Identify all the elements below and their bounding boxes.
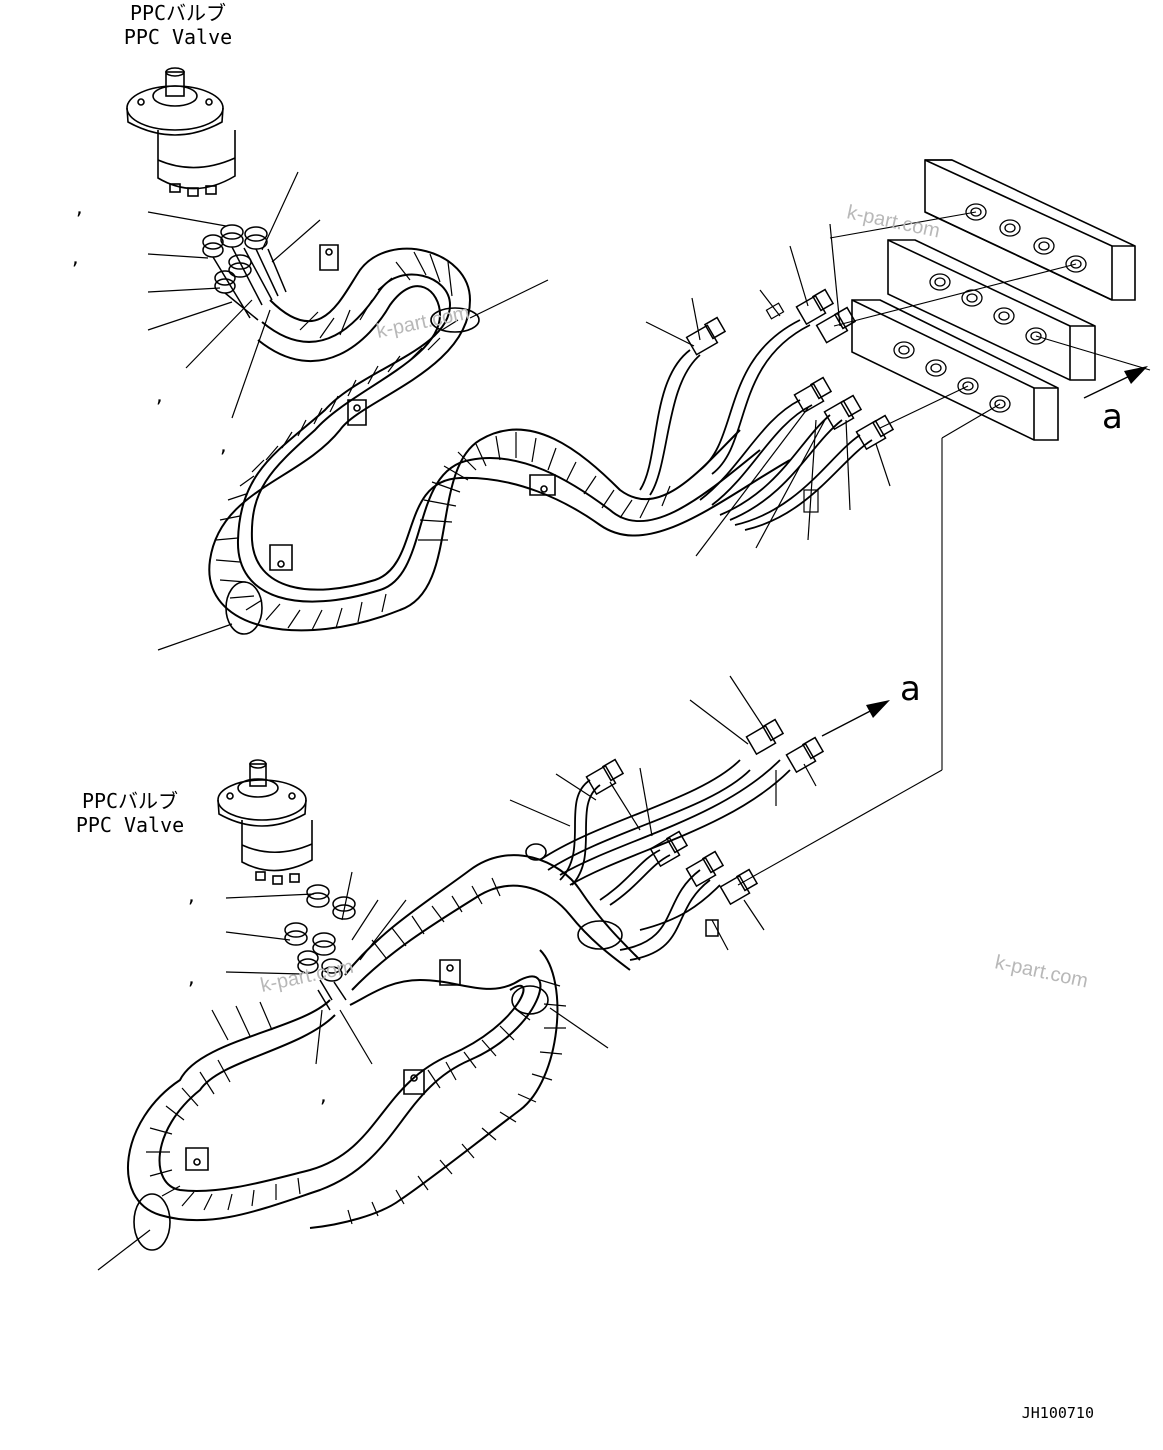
bottom-hose-ends bbox=[539, 759, 791, 961]
top-clamps bbox=[225, 244, 556, 635]
drawing-code: JH100710 bbox=[1022, 1404, 1094, 1422]
watermarks: k-part.com k-part.com k-part.com k-part.… bbox=[258, 201, 1089, 997]
svg-text:k-part.com: k-part.com bbox=[258, 956, 355, 997]
bottom-hose-bundle bbox=[127, 854, 641, 1229]
top-leader-lines bbox=[147, 171, 891, 651]
manifold-blocks bbox=[737, 159, 1151, 886]
bottom-hose-fittings bbox=[585, 718, 825, 937]
arrow-a-right-label: a bbox=[1102, 397, 1123, 437]
svg-text:,: , bbox=[318, 1086, 329, 1107]
svg-text:PPC Valve: PPC Valve bbox=[124, 25, 232, 49]
top-fitting-cluster bbox=[202, 224, 287, 321]
comma-marks: , , , , , , , bbox=[70, 198, 329, 1107]
svg-text:PPC Valve: PPC Valve bbox=[76, 813, 184, 837]
top-ppc-valve bbox=[126, 67, 236, 197]
svg-text:PPCバルブ: PPCバルブ bbox=[130, 1, 226, 25]
arrow-a-mid-label: a bbox=[900, 669, 921, 709]
bottom-clamps bbox=[133, 843, 623, 1251]
bottom-leader-lines bbox=[97, 675, 817, 1271]
top-ppc-valve-label: PPCバルブ PPC Valve bbox=[124, 1, 232, 49]
bottom-spiral-wrap bbox=[146, 877, 567, 1225]
svg-text:,: , bbox=[70, 248, 81, 269]
bottom-ppc-valve-label: PPCバルブ PPC Valve bbox=[76, 789, 184, 837]
top-spiral-wrap bbox=[215, 251, 671, 631]
svg-text:k-part.com: k-part.com bbox=[993, 951, 1090, 992]
bottom-fitting-cluster bbox=[284, 884, 356, 1011]
bottom-ppc-valve bbox=[217, 759, 313, 885]
svg-text:,: , bbox=[186, 968, 197, 989]
top-hose-fittings bbox=[685, 288, 895, 451]
svg-text:PPCバルブ: PPCバルブ bbox=[82, 789, 178, 813]
top-hose-bundle bbox=[208, 247, 791, 632]
svg-text:,: , bbox=[154, 386, 165, 407]
arrow-a-right: a bbox=[1083, 366, 1148, 437]
top-hose-ends bbox=[639, 319, 873, 531]
svg-text:,: , bbox=[74, 198, 85, 219]
svg-text:,: , bbox=[218, 436, 229, 457]
arrow-a-mid: a bbox=[821, 669, 921, 737]
svg-text:k-part.com: k-part.com bbox=[845, 201, 942, 242]
svg-text:,: , bbox=[186, 886, 197, 907]
